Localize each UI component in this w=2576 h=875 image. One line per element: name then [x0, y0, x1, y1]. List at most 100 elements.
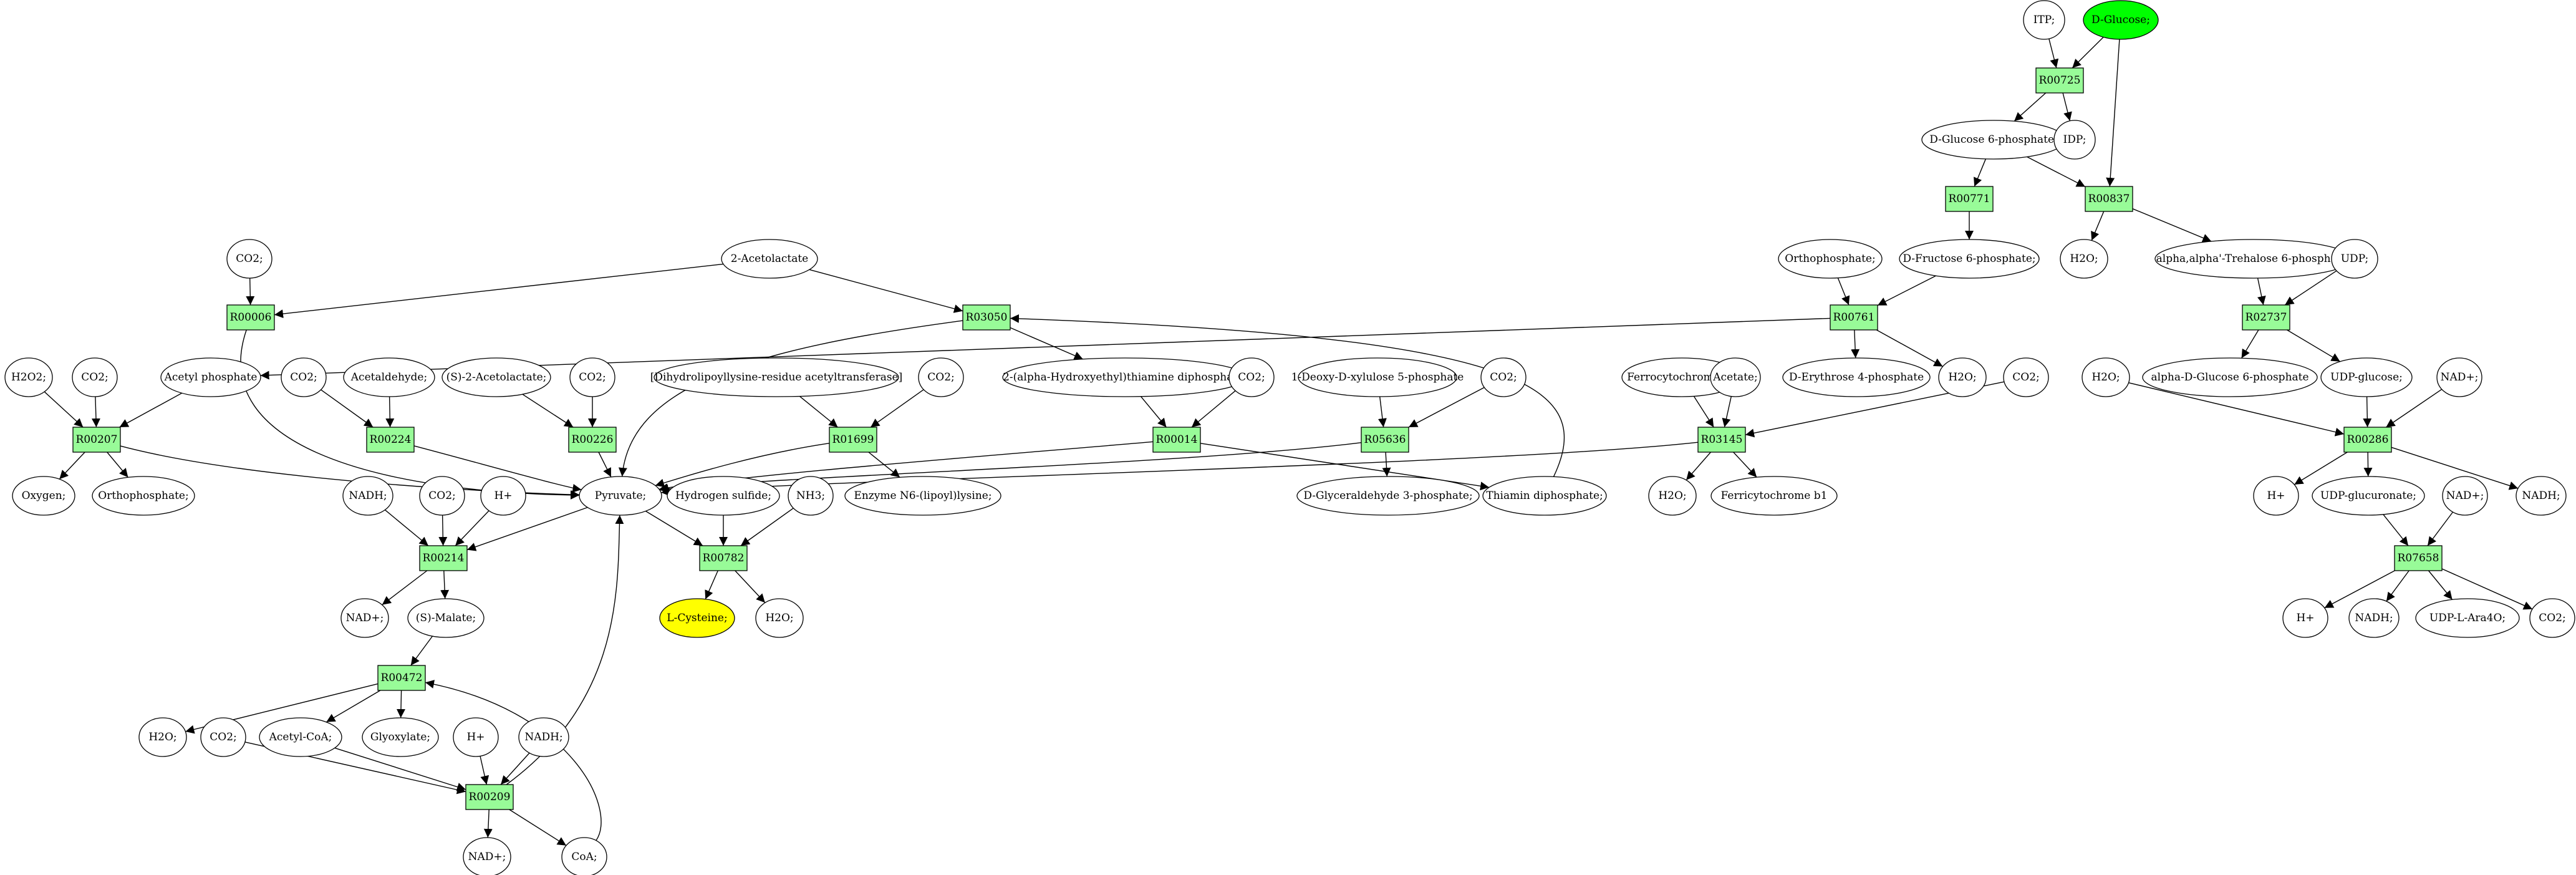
compound-ellipse [362, 717, 439, 757]
edge-nadp_286-to-R00286 [2386, 389, 2443, 428]
compound-node-acetylcoa: Acetyl-CoA; [259, 717, 342, 757]
compound-node-h2o_472: H2O; [138, 717, 187, 757]
edge-R07658-to-nadh_7658 [2386, 570, 2410, 602]
compound-node-enzyme_lipoyllysine: Enzyme N6-(lipoyl)lysine; [844, 476, 1001, 516]
compound-node-co2_014: CO2; [1228, 357, 1275, 397]
edge-co2_014-to-R00014 [1191, 390, 1236, 428]
edge-R00286-to-hplus_286 [2294, 452, 2348, 485]
edge-f6p-to-R00761 [1877, 275, 1936, 306]
compound-ellipse [579, 476, 662, 516]
compound-node-h2o_3145: H2O; [1648, 476, 1697, 516]
node-label: Hydrogen sulfide; [675, 490, 771, 502]
compound-ellipse [1648, 476, 1697, 516]
compound-ellipse [2083, 0, 2159, 40]
compound-ellipse [4, 357, 53, 397]
node-label: UDP-glucuronate; [2320, 490, 2416, 502]
reaction-box [1361, 427, 1409, 453]
edge-co2_1699-to-R01699 [870, 389, 924, 428]
node-label: ITP; [2033, 14, 2055, 26]
edge-R00472-to-glyoxylate [396, 690, 405, 718]
compound-node-deoxyxylulose5p: 1-Deoxy-D-xylulose 5-phosphate [1291, 357, 1464, 397]
edge-h2o_286-to-R00286 [2128, 382, 2345, 437]
compound-node-co2_3145: CO2; [2003, 357, 2049, 397]
node-label: D-Fructose 6-phosphate; [1903, 253, 2035, 265]
edge-R00209-to-nadp_209 [483, 809, 493, 838]
compound-node-f6p: D-Fructose 6-phosphate; [1899, 239, 2040, 279]
edge-R00837-to-h2o_837 [2091, 211, 2105, 241]
node-label: Ferrocytochrome b1 [1627, 371, 1737, 384]
reaction-node-R00725: R00725 [2035, 67, 2084, 94]
edge-R00207-to-oxygen [59, 452, 85, 480]
compound-node-coa: CoA; [561, 837, 607, 875]
compound-node-nadh_209: NADH; [518, 717, 569, 757]
edge-R02737-to-glucose6p_alpha [2241, 329, 2259, 359]
node-label: Acetyl phosphate [164, 371, 258, 384]
edge-R00725-to-g6p [2014, 92, 2047, 122]
edge-h2o2-to-R00207 [44, 391, 84, 428]
compound-ellipse [407, 598, 485, 638]
compound-node-udp_1: UDP; [2331, 239, 2378, 279]
reaction-box [1697, 427, 1746, 453]
node-label: L-Cysteine; [667, 612, 727, 624]
compound-ellipse [453, 717, 499, 757]
compound-node-nadp_286: NAD+; [2436, 357, 2482, 397]
compound-ellipse [1228, 357, 1275, 397]
reaction-node-R00761: R00761 [1830, 304, 1878, 331]
reaction-node-R03050: R03050 [962, 304, 1011, 331]
node-label: D-Glucose 6-phosphate; [1929, 133, 2058, 146]
compound-ellipse [1298, 357, 1457, 397]
compound-node-lcysteine: L-Cysteine; [659, 598, 735, 638]
edge-R00214-to-nadp_214out [382, 570, 428, 606]
reaction-node-R01699: R01699 [829, 427, 877, 453]
node-label: UDP; [2341, 253, 2369, 265]
node-label: R07658 [2398, 552, 2439, 564]
edge-orthophosphate_761-to-R00761 [1837, 278, 1850, 306]
node-label: 2-Acetolactate [731, 253, 808, 265]
compound-ellipse [2331, 239, 2378, 279]
node-label: R01699 [832, 433, 874, 446]
compound-ellipse [1480, 357, 1527, 397]
compound-ellipse [12, 476, 75, 516]
compound-ellipse [1710, 476, 1838, 516]
edge-R00286-to-nadh_286 [2391, 447, 2519, 490]
reaction-node-R00286: R00286 [2343, 427, 2392, 453]
compound-ellipse [2053, 120, 2096, 160]
edge-nadh_214-to-R00214 [384, 510, 429, 546]
edge-R03145-to-ferricytochrome [1733, 452, 1757, 478]
reaction-node-R05636: R05636 [1361, 427, 1409, 453]
compound-ellipse [667, 476, 780, 516]
reaction-box [829, 427, 877, 453]
node-label: R00014 [1156, 433, 1198, 446]
reaction-node-R00006: R00006 [226, 304, 275, 331]
node-label: [Dihydrolipoyllysine-residue acetyltrans… [650, 371, 903, 384]
compound-ellipse [2348, 598, 2400, 638]
node-label: H2O; [2091, 371, 2120, 384]
node-label: Glyoxylate; [370, 731, 430, 743]
reaction-node-R00224: R00224 [366, 427, 415, 453]
compound-node-erythrose4p: D-Erythrose 4-phosphate [1782, 357, 1931, 397]
compound-node-acetolactate: 2-Acetolactate [721, 239, 818, 279]
compound-ellipse [1296, 476, 1480, 516]
compound-node-hplus_7658: H+ [2282, 598, 2328, 638]
edge-dihydrolipoyllysine-to-R01699 [799, 395, 838, 428]
compound-node-dglucose: D-Glucose; [2083, 0, 2159, 40]
edge-R00226-to-pyruvate [598, 452, 612, 478]
node-label: R03050 [966, 311, 1008, 324]
node-label: D-Glucose; [2091, 14, 2150, 26]
edge-R00761-to-h2o_761 [1876, 329, 1943, 367]
edge-co2_224-to-R00224 [321, 389, 374, 428]
node-label: CO2; [81, 371, 109, 384]
reaction-box [226, 304, 275, 331]
edge-pyruvate-to-R00782 [645, 510, 703, 546]
compound-node-glyceraldehyde3p: D-Glyceraldehyde 3-phosphate; [1296, 476, 1480, 516]
compound-node-co2_7658: CO2; [2529, 598, 2575, 638]
node-label: NAD+; [346, 612, 384, 624]
node-label: H+ [2296, 612, 2314, 624]
edge-dglucose-to-R00725 [2072, 37, 2104, 69]
compound-ellipse [569, 357, 615, 397]
edge-R00782-to-h2o_782 [735, 570, 766, 603]
node-label: Acetyl-CoA; [269, 731, 332, 743]
edge-thiamin_dp-to-R03050 [1010, 314, 1565, 477]
node-label: D-Glyceraldehyde 3-phosphate; [1303, 490, 1472, 502]
